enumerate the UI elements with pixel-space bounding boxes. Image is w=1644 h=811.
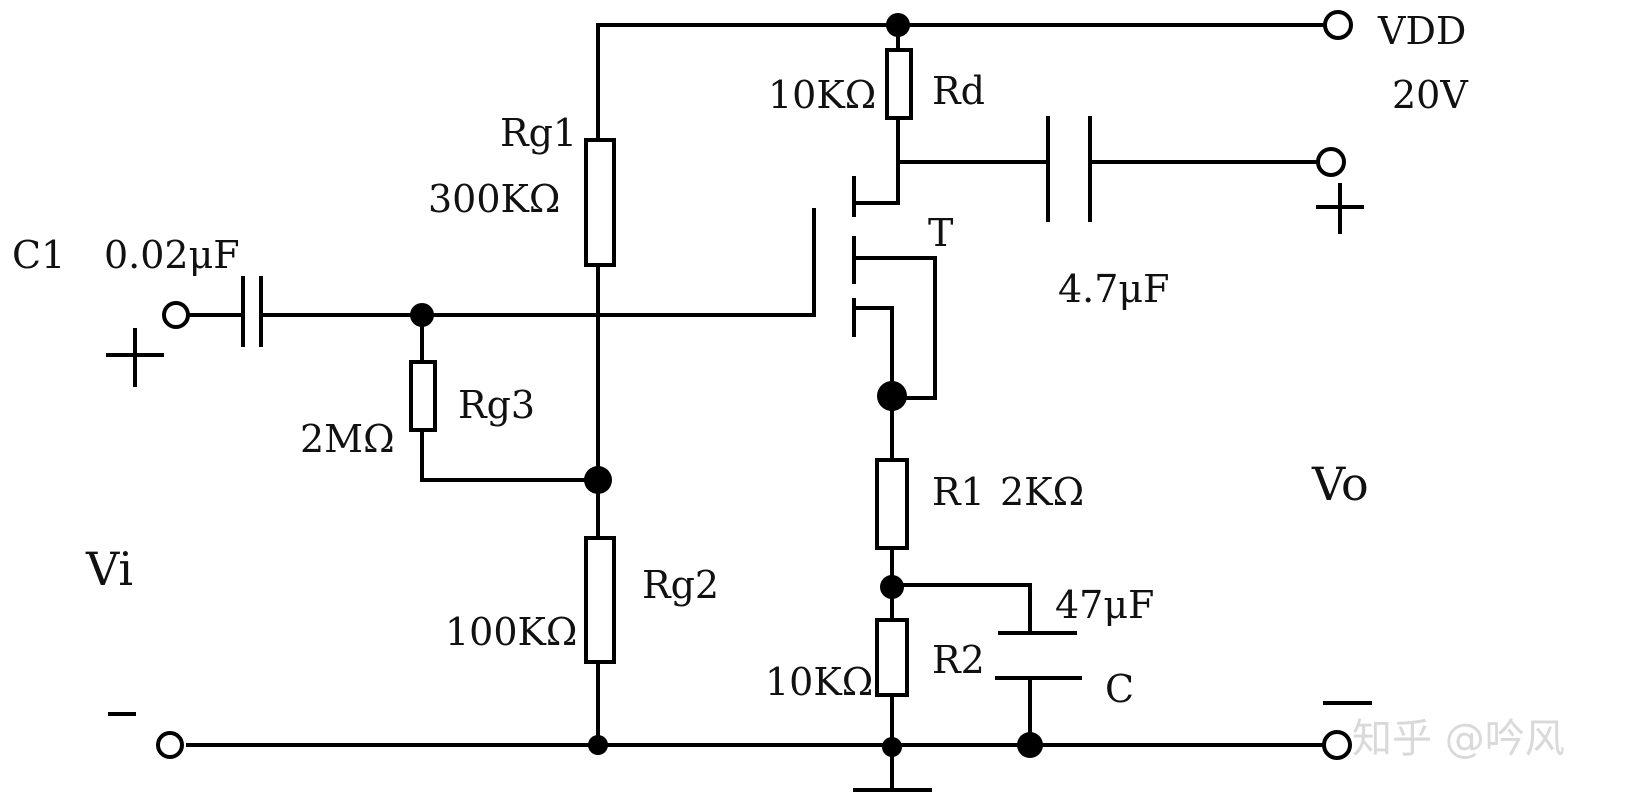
input-terminal-minus xyxy=(156,731,184,759)
rg3-value-label: 2MΩ xyxy=(300,417,395,461)
junction-r1-r2 xyxy=(880,575,904,599)
rg1-resistor xyxy=(584,138,616,267)
r1-value-label: 2KΩ xyxy=(1000,470,1084,514)
input-terminal-plus xyxy=(162,301,190,329)
output-terminal-plus xyxy=(1316,147,1346,177)
r2-value-label: 10KΩ xyxy=(765,660,873,704)
r1-name-label: R1 xyxy=(932,470,985,514)
output-voltage-label: Vo xyxy=(1311,457,1369,511)
vdd-label: VDD xyxy=(1377,9,1466,53)
output-terminal-minus xyxy=(1322,730,1352,760)
rd-value-label: 10KΩ xyxy=(768,73,876,117)
junction-vdd xyxy=(886,13,910,37)
r2-name-label: R2 xyxy=(932,638,985,682)
junction-divider xyxy=(584,466,612,494)
junction-ground-cs xyxy=(1017,732,1043,758)
rg1-value-label: 300KΩ xyxy=(428,177,560,221)
rg2-value-label: 100KΩ xyxy=(445,610,577,654)
rg3-resistor xyxy=(409,360,437,432)
junction-ground-rg2 xyxy=(588,735,608,755)
junction-gate xyxy=(410,303,434,327)
vdd-terminal xyxy=(1323,10,1353,40)
input-voltage-label: Vi xyxy=(85,542,133,596)
rg1-name-label: Rg1 xyxy=(500,111,577,155)
junction-ground-r2 xyxy=(882,737,902,757)
r1-resistor xyxy=(875,458,909,550)
rg2-name-label: Rg2 xyxy=(642,563,719,607)
vdd-voltage-label: 20V xyxy=(1392,73,1468,117)
rd-resistor xyxy=(885,48,913,120)
r2-resistor xyxy=(875,618,909,697)
rg2-resistor xyxy=(584,536,616,664)
c2-value-label: 4.7μF xyxy=(1058,267,1170,311)
c1-value-label: 0.02μF xyxy=(104,233,240,277)
rg3-name-label: Rg3 xyxy=(458,383,535,427)
rd-name-label: Rd xyxy=(932,69,985,113)
watermark: 知乎 @吟风 xyxy=(1352,716,1565,762)
transistor-label: T xyxy=(928,211,953,255)
cs-name-label: C xyxy=(1105,667,1134,711)
c1-name-label: C1 xyxy=(12,233,65,277)
junction-source xyxy=(877,381,907,411)
cs-value-label: 47μF xyxy=(1055,583,1154,627)
